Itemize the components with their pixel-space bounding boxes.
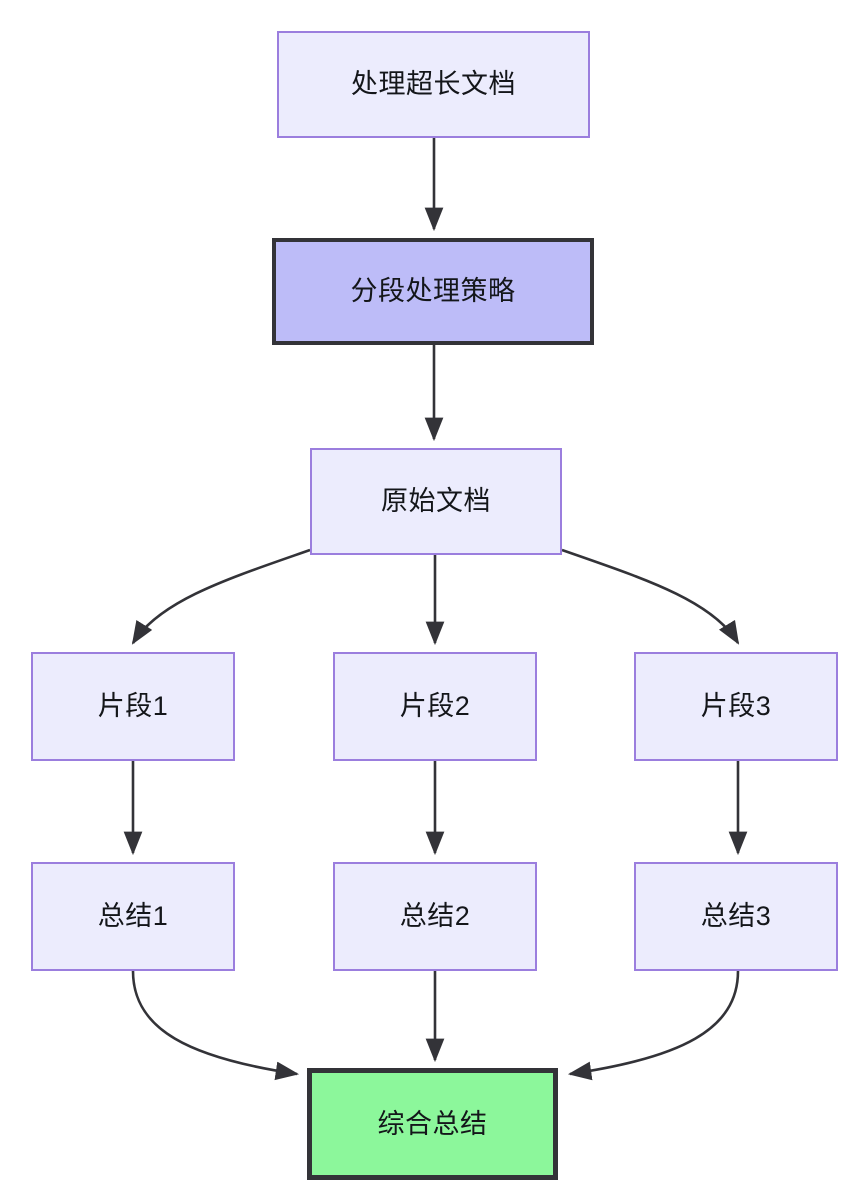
node-fragment-2[interactable]: 片段2 [333, 652, 537, 761]
edge-n3-to-n4 [131, 548, 311, 645]
node-label: 总结1 [97, 901, 169, 932]
node-label: 分段处理策略 [350, 276, 516, 307]
node-label: 总结3 [700, 901, 772, 932]
node-process-long-document[interactable]: 处理超长文档 [277, 31, 590, 138]
node-label: 处理超长文档 [351, 69, 516, 100]
node-summary-2[interactable]: 总结2 [333, 862, 537, 971]
node-label: 片段1 [97, 691, 169, 722]
node-label: 原始文档 [381, 486, 491, 517]
node-fragment-3[interactable]: 片段3 [634, 652, 838, 761]
node-label: 片段2 [399, 691, 471, 722]
node-label: 片段3 [700, 691, 772, 722]
node-summary-3[interactable]: 总结3 [634, 862, 838, 971]
node-chunking-strategy[interactable]: 分段处理策略 [272, 238, 594, 345]
node-final-summary[interactable]: 综合总结 [307, 1068, 558, 1180]
node-fragment-1[interactable]: 片段1 [31, 652, 235, 761]
node-label: 总结2 [399, 901, 471, 932]
edge-n9-to-n10 [567, 970, 740, 1081]
node-original-document[interactable]: 原始文档 [310, 448, 562, 555]
edge-n3-to-n6 [561, 548, 740, 645]
edge-n7-to-n10 [131, 970, 300, 1081]
node-summary-1[interactable]: 总结1 [31, 862, 235, 971]
node-label: 综合总结 [377, 1108, 488, 1139]
